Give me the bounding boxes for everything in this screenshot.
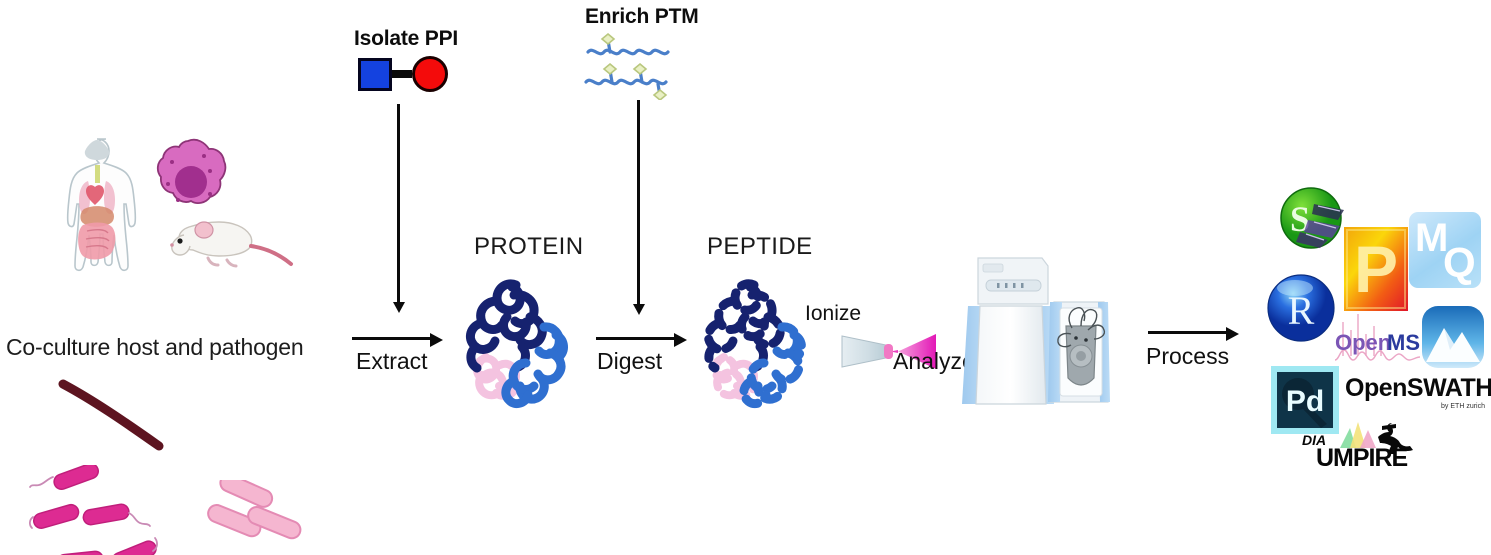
umpire-peaks-icon — [1340, 422, 1376, 448]
proteome-discoverer-logo[interactable]: P — [1343, 226, 1409, 312]
umpire-silhouette-icon — [1378, 423, 1413, 454]
openms-open-text: Open — [1335, 330, 1391, 355]
host-pathogen-group: Co-culture host and pathogen — [0, 110, 330, 555]
human-body-icon — [66, 138, 137, 272]
svg-text:P: P — [1354, 232, 1398, 306]
isolate-ppi-arrow — [392, 104, 406, 320]
protein-label: PROTEIN — [474, 233, 584, 260]
software-logo-cluster: S P M Q — [1255, 180, 1491, 480]
peptide-fragments-icon — [703, 279, 806, 409]
process-label: Process — [1146, 343, 1230, 369]
openms-ms-text: MS — [1387, 330, 1420, 355]
svg-text:Pd: Pd — [1286, 385, 1324, 418]
openms-logo[interactable]: Open MS — [1331, 308, 1436, 370]
maxquant-letter-q: Q — [1443, 239, 1476, 286]
umpire-main-label: UMPIRE — [1316, 444, 1408, 472]
svg-text:R: R — [1288, 288, 1315, 333]
maxquant-letter-m: M — [1415, 216, 1449, 260]
openswath-sublabel: by ETH zurich — [1441, 403, 1485, 410]
extract-label: Extract — [356, 348, 428, 374]
process-arrow — [1148, 327, 1240, 343]
extract-arrow — [352, 333, 444, 349]
progenesis-pd-logo[interactable]: Pd — [1271, 366, 1339, 434]
esi-needle-icon — [841, 334, 936, 369]
r-logo[interactable]: R — [1265, 272, 1337, 344]
protein-structure-icon — [465, 279, 568, 409]
protein-protein-interaction-icon — [358, 56, 448, 92]
ppi-square-glyph — [358, 57, 392, 91]
ionize-label: Ionize — [805, 302, 862, 325]
isolate-ppi-title: Isolate PPI — [354, 27, 459, 50]
skyline-logo[interactable]: S — [1278, 186, 1350, 252]
dia-umpire-logo[interactable]: DIA UMPIRE — [1300, 422, 1420, 474]
flagellated-bacteria-icon — [28, 465, 158, 555]
coculture-caption: Co-culture host and pathogen — [6, 334, 304, 360]
ppi-circle-glyph — [412, 56, 448, 92]
openswath-logo[interactable]: OpenSWATH by ETH zurich — [1345, 374, 1491, 412]
mass-spectrometer-icon — [962, 257, 1110, 405]
enrich-ptm-title: Enrich PTM — [585, 5, 699, 28]
bacilli-pink-icon — [207, 480, 302, 540]
ptm-peptide-chains-icon — [584, 32, 670, 100]
immune-cell-icon — [156, 138, 227, 204]
ppi-linker-glyph — [392, 70, 412, 78]
umpire-dia-label: DIA — [1302, 432, 1327, 448]
digest-label: Digest — [597, 348, 663, 374]
maxquant-logo[interactable]: M Q — [1409, 212, 1481, 288]
openswath-label: OpenSWATH — [1345, 374, 1491, 402]
enrich-ptm-arrow — [632, 100, 646, 322]
rod-bacteria-dark-icon — [58, 379, 164, 451]
digest-arrow — [596, 333, 688, 349]
mouse-icon — [170, 221, 293, 268]
peaks-mountain-logo[interactable] — [1420, 304, 1486, 370]
analyze-label: Analyze — [893, 348, 975, 374]
peptide-label: PEPTIDE — [707, 233, 813, 260]
